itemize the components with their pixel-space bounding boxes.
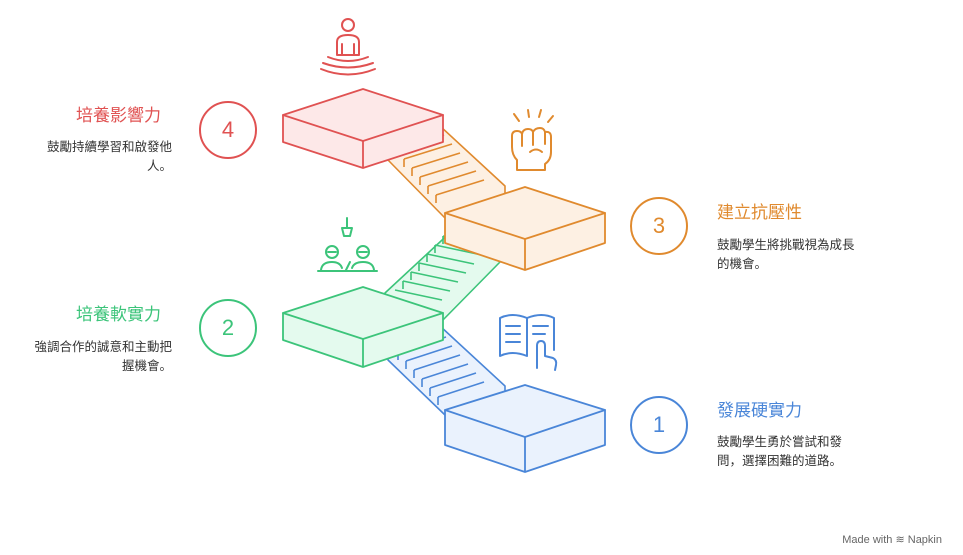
step-4-desc-line2: 人。: [146, 158, 172, 173]
made-with-label: Made with: [842, 534, 893, 546]
step-4-title: 培養影響力: [76, 106, 161, 126]
step-2-description: 強調合作的誠意和主動把 握機會。: [8, 337, 172, 375]
clenched-fist-icon: [511, 109, 554, 171]
step-4-number: 4: [199, 101, 257, 159]
made-with-napkin-credit[interactable]: Made with ≋ Napkin: [842, 533, 942, 546]
step-3-title: 建立抗壓性: [717, 203, 802, 223]
step-2-desc-line2: 握機會。: [121, 358, 172, 373]
step-1-title: 發展硬實力: [717, 401, 802, 421]
open-book-pointing-hand-icon: [499, 314, 558, 371]
step-2-title: 培養軟實力: [76, 305, 161, 325]
step-2-number: 2: [199, 299, 257, 357]
step-1-desc-line2: 問，選擇困難的道路。: [717, 453, 843, 468]
teamwork-desk-icon: [317, 217, 378, 272]
platform-4: [282, 88, 444, 169]
napkin-logo-icon: ≋: [895, 534, 905, 546]
platform-1: [444, 384, 606, 473]
step-1-description: 鼓勵學生勇於嘗試和發 問，選擇困難的道路。: [717, 432, 842, 470]
step-1-desc-line1: 鼓勵學生勇於嘗試和發: [717, 434, 843, 449]
napkin-brand-label: Napkin: [907, 534, 942, 546]
step-3-desc-line2: 的機會。: [717, 256, 768, 271]
step-4-description: 鼓勵持續學習和啟發他 人。: [8, 137, 172, 175]
platform-2: [282, 286, 444, 368]
step-2-desc-line1: 強調合作的誠意和主動把: [34, 339, 172, 354]
person-broadcasting-icon: [320, 18, 376, 76]
step-3-number: 3: [630, 197, 688, 255]
step-4-desc-line1: 鼓勵持續學習和啟發他: [46, 139, 172, 154]
step-1-number: 1: [630, 396, 688, 454]
platform-3: [444, 186, 606, 271]
step-3-desc-line1: 鼓勵學生將挑戰視為成長: [717, 237, 855, 252]
step-3-description: 鼓勵學生將挑戰視為成長 的機會。: [717, 235, 855, 273]
